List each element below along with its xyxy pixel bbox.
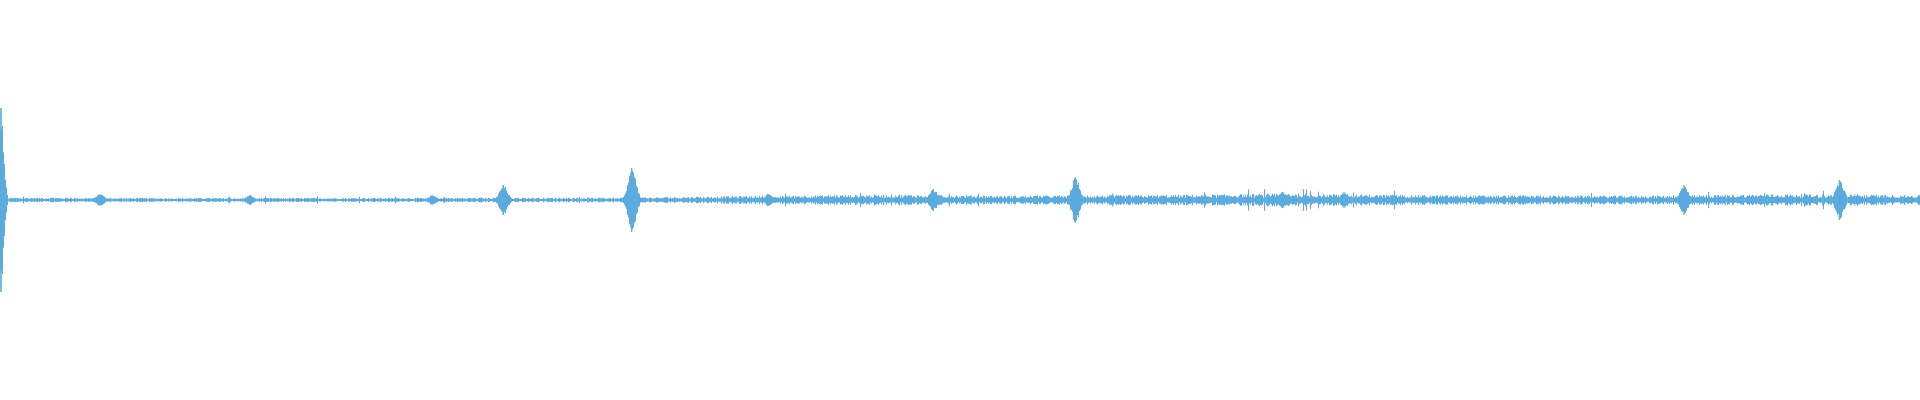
waveform-layer [0, 108, 1920, 292]
